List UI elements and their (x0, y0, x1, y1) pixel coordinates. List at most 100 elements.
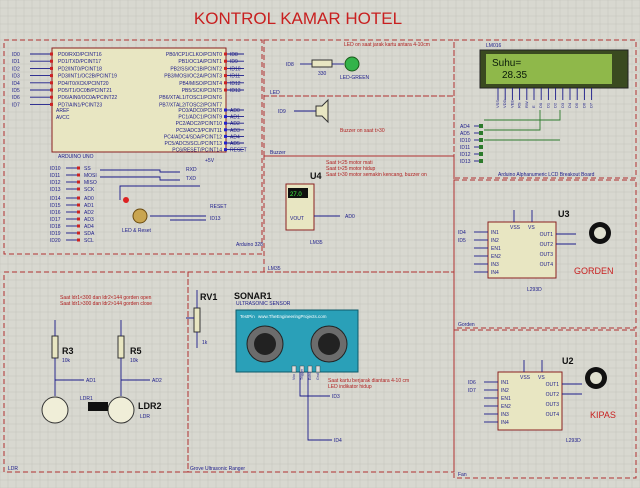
lcd-line-1: Suhu= (492, 58, 521, 69)
sonar-pin-name: Vcc (292, 374, 296, 380)
arduino-right-pin-name: PB4/MISO/PCINT4 (179, 81, 222, 87)
id13-net-label: ID13 (210, 216, 221, 222)
sonar-note-1: Saat kartu berjarak diantara 4-10 cm (328, 378, 409, 384)
v5-label: +5V (205, 158, 215, 164)
arduino-right-net-label: ID10 (230, 66, 241, 72)
r5-resistor (117, 335, 125, 359)
sonar-ref: SONAR1 (234, 291, 272, 301)
buzzer-icon (315, 98, 329, 124)
arduino-analog-pin-dot (224, 148, 227, 152)
gorden-driver: U3 IN1IN2EN1EN2IN3IN4ID4ID5OUT1OUT2OUT3O… (458, 209, 614, 328)
arduino-left-pin-dot (50, 95, 53, 99)
reset-net-wires (100, 169, 206, 221)
lower2-net-label: ID18 (50, 224, 61, 230)
driver-top-pin: VSS (520, 375, 531, 381)
ldr2-icon (107, 396, 135, 424)
lower2-pin-name: AD0 (84, 196, 94, 202)
gorden-frame (453, 179, 637, 329)
arduino-analog-net-label: AD5 (230, 141, 240, 147)
driver-pin-name: IN4 (501, 420, 509, 426)
arduino-chip-body (51, 47, 227, 153)
arduino-left-pin-name: PD1/TXD/PCINT17 (58, 59, 101, 65)
fan-pins: IN1IN2EN1EN2IN3IN4ID6ID7OUT1OUT2OUT3OUT4… (468, 360, 582, 426)
arduino-left-pin-dot (50, 52, 53, 56)
lower2-pin-dot (77, 196, 80, 200)
driver-out-name: OUT4 (540, 262, 554, 268)
lcd-io-label: ID10 (460, 138, 471, 144)
lcd-io-pin (479, 131, 483, 135)
arduino-analog-net-label: AD4 (230, 134, 240, 140)
lcd-pin-name: RS (517, 102, 522, 108)
driver-out-name: OUT4 (546, 412, 560, 418)
driver-input-label: ID4 (458, 230, 466, 236)
reset-button-icon[interactable] (132, 208, 148, 224)
arduino-left-pin-dot (50, 81, 53, 85)
aref-label: AREF (56, 108, 69, 114)
led-frame (263, 39, 455, 97)
lm35-display (288, 188, 308, 198)
driver-pin-name: IN1 (491, 230, 499, 236)
driver-out-name: OUT1 (540, 232, 554, 238)
lm35-out-label: AD0 (345, 214, 355, 220)
sonar-sensor: SONAR1 ULTRASONIC SENSOR TestPin www.The… (190, 291, 409, 472)
lcd-io-pin (479, 124, 483, 128)
arduino-left-net-label: ID1 (12, 59, 20, 65)
buzzer-pin-label: ID9 (278, 109, 286, 115)
buzzer-frame (263, 95, 455, 157)
lm35-vout-label: VOUT (290, 216, 304, 222)
green-led-icon (344, 56, 360, 72)
lower2-pin-dot (77, 238, 80, 242)
driver-pin-name: IN3 (501, 412, 509, 418)
led-group-label: LED (270, 90, 280, 96)
gorden-name: GORDEN (574, 266, 614, 276)
lcd-io-label: ID11 (460, 145, 470, 151)
lower-net-label: ID13 (50, 187, 61, 193)
lower2-net-label: ID20 (50, 238, 61, 244)
sonar-test-label: TestPin (240, 314, 255, 319)
gorden-group-label: Gorden (458, 322, 475, 328)
arduino-right-net-label: ID9 (230, 59, 238, 65)
gorden-ref: U3 (558, 209, 570, 219)
driver-pin-name: IN4 (491, 270, 499, 276)
led-reset-label: LED & Reset (122, 228, 152, 234)
lower-net-label: ID12 (50, 180, 61, 186)
lower-pin-dot (77, 187, 80, 191)
arduino-analog-net-label: RESET (230, 148, 247, 154)
lower2-pin-name: SCL (84, 238, 94, 244)
sonar-left-mesh (254, 333, 276, 355)
lower2-pin-dot (77, 217, 80, 221)
gorden-chip-body (487, 221, 557, 279)
fan-driver: U2 IN1IN2EN1EN2IN3IN4ID6ID7OUT1OUT2OUT3O… (458, 356, 616, 478)
lcd-pin-name: D0 (538, 102, 543, 108)
fan-chip-body (497, 371, 563, 431)
arduino-analog-net-label: AD1 (230, 115, 240, 121)
driver-pin-name: EN1 (501, 396, 511, 402)
arduino-left-pin-dot (50, 66, 53, 70)
lcd-pin-name: D2 (553, 102, 558, 108)
lcd-frame (453, 39, 637, 179)
gorden-part-label: L293D (527, 287, 542, 293)
arduino-left-net-label: ID4 (12, 81, 20, 87)
lcd-io-label: ID12 (460, 152, 471, 158)
arduino-right-pin-name: PB1/OC1A/PCINT1 (178, 59, 222, 65)
sonar-pin (291, 365, 297, 373)
driver-out-name: OUT1 (546, 382, 560, 388)
rx-label: RXD (186, 167, 197, 173)
driver-top-pin: VSS (510, 225, 521, 231)
arduino-analog-pin-dot (224, 141, 227, 145)
arduino-analog-pin-name: PC6/RESET/PCINT14 (172, 148, 222, 154)
lcd-screen (486, 54, 612, 84)
rv1-body[interactable] (193, 307, 201, 333)
led-block: LED on saat jarak kartu antara 4-10cm ID… (270, 42, 430, 96)
page-title: KONTROL KAMAR HOTEL (194, 9, 402, 28)
arduino-left-pin-name: PD4/T0/XCK/PCINT20 (58, 81, 109, 87)
arduino-left-pin-dot (50, 102, 53, 106)
lower2-pin-dot (77, 224, 80, 228)
lm35-sensor: U4 27.0 VOUT AD0 LM35 Saat t<25 motor ma… (268, 160, 427, 272)
led-resistor (311, 59, 333, 68)
lm35-note-2: Saat t>25 motor hidup (326, 166, 376, 172)
rv1-ref: RV1 (200, 292, 217, 302)
arduino-left-net-label: ID5 (12, 88, 20, 94)
